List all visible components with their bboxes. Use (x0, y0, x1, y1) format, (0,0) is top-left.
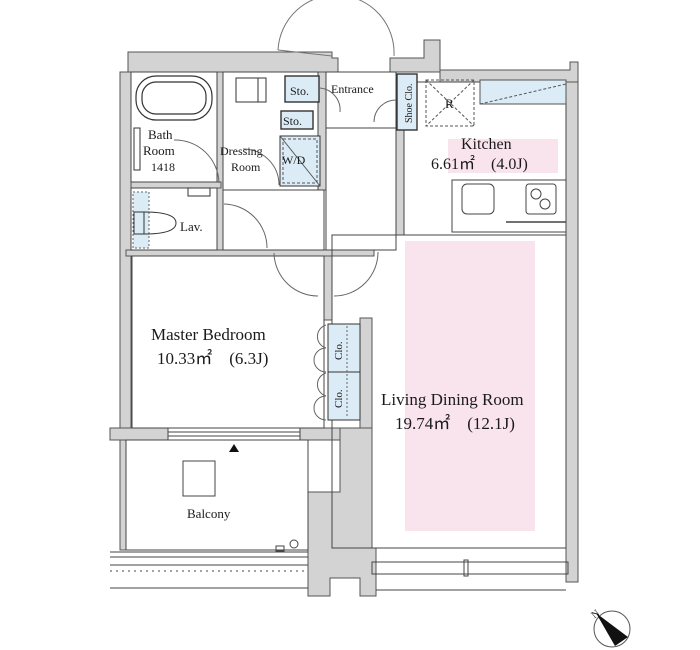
bath-size: 1418 (151, 160, 175, 174)
toilet (133, 211, 177, 235)
closet1-label: Clo. (333, 341, 345, 360)
entry-marker-icon (229, 444, 239, 452)
balcony-name: Balcony (187, 506, 231, 521)
storage-box-1 (284, 75, 320, 103)
compass-circle (593, 610, 631, 648)
bath-label-line2: Room (143, 143, 175, 158)
storage2-label: Sto. (283, 114, 302, 128)
lav-shelf (187, 187, 211, 197)
bedroom-window (167, 427, 301, 441)
wall-bedroom-living (323, 255, 333, 321)
living-dining-area: 19.74㎡ (12.1J) (395, 414, 515, 433)
storage-box-2 (280, 110, 314, 130)
door-swings (173, 87, 397, 421)
walls (109, 39, 579, 597)
kitchen-highlight (448, 139, 558, 173)
kitchen-counter (451, 179, 567, 233)
kitchen-area: 6.61㎡ (4.0J) (431, 155, 528, 173)
wall-column (307, 427, 377, 597)
balcony-ac-unit (182, 460, 216, 497)
refrigerator (425, 79, 475, 127)
entrance-label: Entrance (331, 82, 374, 96)
wall-bath-lav (130, 181, 222, 189)
master-bedroom-name: Master Bedroom (151, 325, 266, 344)
vanity (235, 77, 267, 103)
wall-bedroom-bottom (109, 427, 169, 441)
wall-bath-dressing (216, 71, 224, 253)
kitchen-name: Kitchen (461, 136, 512, 153)
compass: N (589, 608, 631, 648)
wall-balcony-left (119, 439, 127, 551)
balcony-drain (275, 545, 285, 552)
stove (525, 183, 557, 215)
kitchen-cabinet (479, 79, 567, 105)
wall-top-left (127, 51, 339, 73)
north-arrow-icon (596, 613, 628, 646)
lav-sink-strip (132, 191, 150, 249)
shoe-closet-box (396, 73, 418, 131)
kitchen-sink (461, 183, 495, 215)
wall-right (565, 81, 579, 583)
burner-1 (530, 188, 542, 200)
bathtub (135, 75, 213, 121)
wall-top-kitchen (439, 61, 579, 83)
master-bedroom-area: 10.33㎡ (6.3J) (157, 349, 268, 368)
wall-top-right (389, 39, 441, 73)
closet-box-2 (327, 371, 361, 421)
refrigerator-label: R (445, 96, 454, 111)
lavatory-label: Lav. (180, 219, 203, 234)
storage1-label: Sto. (290, 84, 309, 98)
balcony-outlet (289, 539, 299, 549)
bath-bench (133, 127, 141, 171)
living-dining-name: Living Dining Room (381, 390, 524, 409)
balcony-rails (110, 551, 308, 589)
living-window (371, 559, 569, 591)
living-highlight (405, 241, 535, 531)
closet2-label: Clo. (333, 389, 345, 408)
washer-label: W/D (282, 153, 306, 167)
wall-closet-right (359, 317, 373, 429)
shoe-closet-label: Shoe Clo. (404, 84, 415, 123)
entrance-door (277, 0, 395, 57)
burner-2 (539, 198, 551, 210)
dressing-label-line2: Room (231, 160, 261, 174)
wall-bedroom-top (125, 249, 375, 257)
dressing-label-line1: Dressing (220, 144, 263, 158)
bath-label-line1: Bath (148, 127, 173, 142)
